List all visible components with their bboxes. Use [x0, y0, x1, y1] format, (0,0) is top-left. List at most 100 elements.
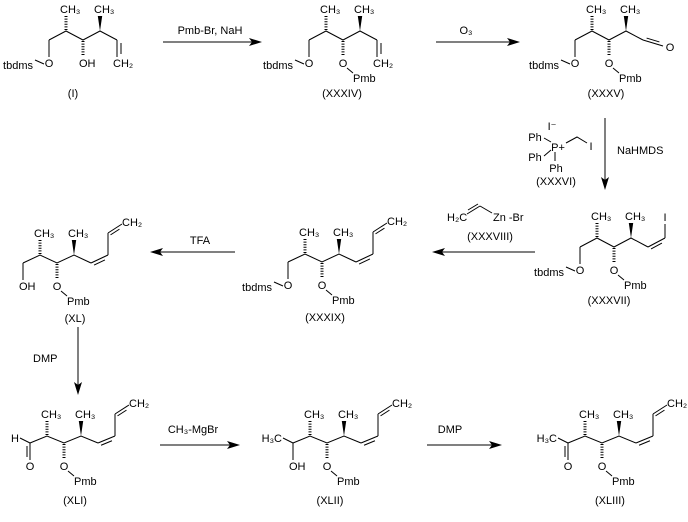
compound-label: (XXXIX) — [305, 312, 345, 324]
phenyl-3: Ph — [549, 163, 562, 175]
arrow-step-4 — [432, 248, 535, 256]
methyl-label: CH₃ — [625, 211, 645, 223]
zinc-bromide: Zn -Br — [493, 212, 524, 224]
methyl-label: CH₃ — [338, 409, 358, 421]
carbonyl-oxygen-label: O — [666, 42, 675, 54]
methylene-label: CH₂ — [129, 398, 149, 410]
phosphonium: P+ — [551, 142, 565, 154]
pmb-label: Pmb — [67, 296, 90, 308]
methylene-label: CH₂ — [113, 58, 133, 70]
iodide-ion: I⁻ — [548, 121, 557, 133]
reagent-step-7: CH₃-MgBr — [168, 424, 219, 436]
bond — [107, 223, 123, 234]
methylene-label: CH₂ — [122, 217, 142, 229]
oxygen-label: O — [60, 461, 69, 473]
compound-label: (XLIII) — [595, 495, 625, 507]
methyl-label: CH₃ — [75, 409, 95, 421]
arrowhead — [601, 177, 609, 190]
methyl-label: CH₃ — [586, 4, 606, 16]
h2c-group: H₂C — [447, 212, 467, 224]
tbdms-label: tbdms — [263, 60, 293, 72]
compound-label: (XLII) — [317, 495, 344, 507]
bond — [114, 404, 130, 415]
reagent-step-8: DMP — [438, 424, 462, 436]
carbon-chain — [574, 30, 644, 41]
methyl-label: CH₃ — [34, 228, 54, 240]
bond — [466, 205, 481, 215]
carbon-chain — [292, 435, 362, 444]
carbon-chain — [22, 254, 92, 264]
oxygen-label: O — [576, 265, 585, 277]
arrowhead — [432, 248, 445, 256]
vinylzinc-reagent: H₂C Zn -Br (XXXVIII) — [447, 203, 524, 243]
methyl-label: CH₃ — [304, 409, 324, 421]
iodine-label: I — [663, 212, 666, 224]
bond — [355, 253, 374, 263]
pmb-label: Pmb — [353, 73, 376, 85]
bond — [617, 274, 625, 281]
reagent-step-2: O₃ — [459, 25, 472, 37]
arrowhead — [227, 441, 240, 449]
bond — [372, 222, 388, 233]
oxygen-label: O — [323, 461, 332, 473]
pmb-label: Pmb — [74, 476, 97, 488]
methyl-label: CH₃ — [68, 228, 88, 240]
arrow-step-8: DMP — [427, 424, 502, 449]
bond — [67, 470, 75, 477]
arrowhead — [489, 441, 502, 449]
carbonyl-oxygen-label: O — [564, 461, 573, 473]
compound-label: (XL) — [65, 313, 86, 325]
compound-label: (XXXIV) — [322, 88, 362, 100]
arrowhead — [74, 382, 82, 395]
hydroxyl-label: OH — [289, 461, 306, 473]
bond — [282, 437, 294, 444]
carbonyl-oxygen-label: O — [26, 461, 35, 473]
methylene-label: CH₂ — [667, 398, 687, 410]
wedge-bond — [623, 16, 629, 31]
compound-label: (XXXVIII) — [467, 231, 513, 243]
bond — [652, 404, 668, 415]
arrow-step-6: DMP — [33, 327, 82, 395]
oxygen-label: O — [610, 265, 619, 277]
bond — [360, 435, 379, 444]
pmb-label: Pmb — [619, 73, 642, 85]
bond — [467, 203, 479, 211]
carbon-chain — [48, 30, 118, 41]
bond — [543, 137, 552, 143]
methyl-label: H₃C — [537, 433, 557, 445]
methyl-label: CH₃ — [41, 409, 61, 421]
bond — [110, 228, 120, 236]
wedge-bond — [628, 223, 634, 238]
reagent-step-1: Pmb-Br, NaH — [178, 25, 243, 37]
carbon-chain — [308, 30, 378, 41]
oxygen-label: O — [339, 58, 348, 70]
ylide-reagent: I⁻ Ph P+ Ph Ph I (XXXVI) — [528, 121, 592, 188]
pmb-label: Pmb — [624, 280, 647, 292]
bond — [650, 242, 663, 250]
methyl-label: CH₃ — [299, 227, 319, 239]
arrowhead — [150, 248, 163, 256]
arrow-step-1: Pmb-Br, NaH — [163, 25, 262, 46]
pmb-label: Pmb — [332, 295, 355, 307]
bond — [346, 67, 354, 74]
wedge-bond — [336, 239, 342, 254]
hydroxyl-label: OH — [19, 281, 36, 293]
oxygen-label: O — [571, 58, 580, 70]
bond — [375, 227, 385, 235]
arrow-step-3: NaHMDS — [601, 118, 663, 190]
bond — [93, 259, 106, 266]
bond — [642, 39, 664, 47]
tbdms-label: tbdms — [529, 60, 559, 72]
